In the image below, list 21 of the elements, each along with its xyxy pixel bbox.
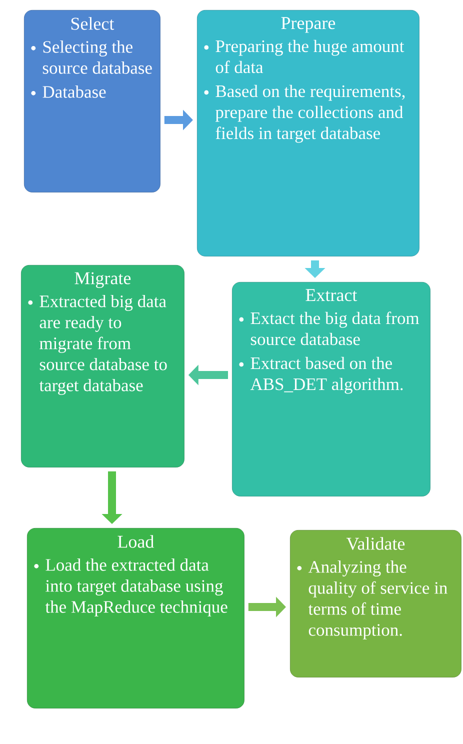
bullet-item: Preparing the huge amount of data: [204, 40, 404, 74]
box-heading: Validate: [346, 537, 405, 550]
process-box: [197, 10, 420, 256]
bullet-item: Load the extracted data into target database using the MapReduce technique: [34, 558, 228, 616]
bullet-item: Database: [31, 86, 106, 98]
process-box: [290, 530, 462, 678]
bullet-item: Extracted big data are ready to migrate from source database to target database: [28, 294, 167, 395]
process-box: [21, 265, 184, 468]
bullet-item: Extact the big data from source database: [239, 312, 420, 346]
box-heading: Extract: [306, 289, 358, 302]
process-box: [232, 282, 430, 496]
process-box: [27, 528, 244, 708]
box-heading: Prepare: [281, 17, 336, 33]
box-heading: Migrate: [74, 272, 131, 288]
bullet-item: Based on the requirements, prepare the collections and fields in target database: [204, 84, 405, 143]
bullet-item: Analyzing the quality of service in terms of time consumption.: [297, 560, 448, 640]
bullet-item: Extract based on the ABS_DET algorithm.: [239, 356, 403, 394]
box-heading: Select: [71, 17, 114, 30]
bullet-item: Selecting the source database: [31, 40, 152, 74]
process-box: [24, 10, 160, 192]
box-heading: Load: [118, 535, 154, 548]
